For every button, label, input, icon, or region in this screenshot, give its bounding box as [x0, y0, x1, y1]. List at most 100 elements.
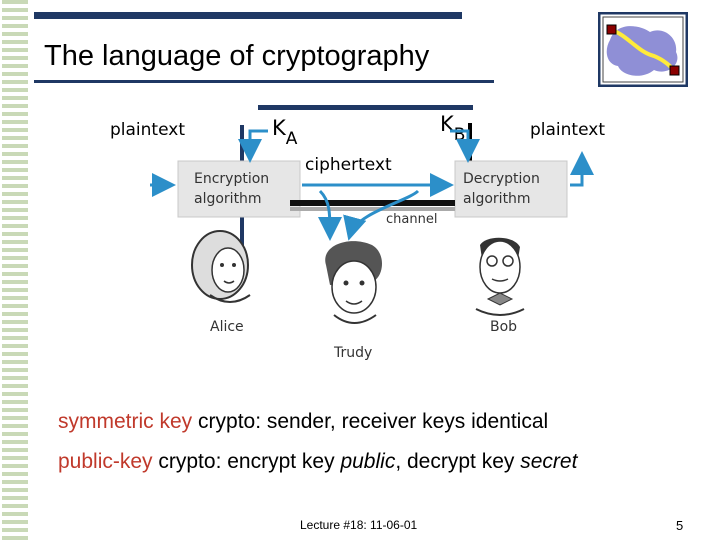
stripe-segment: [2, 136, 28, 140]
stripe-segment: [2, 272, 28, 276]
stripe-segment: [2, 104, 28, 108]
stripe-segment: [2, 16, 28, 20]
bob-label: Bob: [490, 319, 517, 335]
stripe-segment: [2, 400, 28, 404]
stripe-segment: [2, 40, 28, 44]
crypto-diagram: Encryption algorithm Decryption algorith…: [150, 105, 594, 361]
stripe-segment: [2, 8, 28, 12]
stripe-segment: [2, 536, 28, 540]
bullet-symmetric: symmetric key crypto: sender, receiver k…: [58, 410, 549, 433]
stripe-segment: [2, 428, 28, 432]
stripe-segment: [2, 72, 28, 76]
stripe-segment: [2, 172, 28, 176]
trudy-label: Trudy: [333, 345, 372, 361]
eavesdrop-arrow-right: [343, 189, 420, 241]
stripe-segment: [2, 320, 28, 324]
stripe-segment: [2, 232, 28, 236]
stripe-segment: [2, 56, 28, 60]
stripe-segment: [2, 380, 28, 384]
stripe-segment: [2, 96, 28, 100]
stripe-segment: [2, 456, 28, 460]
stripe-segment: [2, 132, 28, 136]
stripe-segment: [2, 36, 28, 40]
stripe-segment: [2, 152, 28, 156]
left-stripe-decoration: [2, 0, 28, 540]
stripe-segment: [2, 252, 28, 256]
channel-label: channel: [386, 212, 437, 227]
stripe-segment: [2, 384, 28, 388]
title-top-bar: [34, 12, 462, 19]
bob-figure: [475, 237, 525, 316]
stripe-segment: [2, 160, 28, 164]
stripe-segment: [2, 312, 28, 316]
stripe-segment: [2, 424, 28, 428]
stripe-segment: [2, 508, 28, 512]
bullet-public-key: public-key crypto: encrypt key public, d…: [58, 450, 578, 473]
stripe-segment: [2, 100, 28, 104]
stripe-segment: [2, 120, 28, 124]
stripe-segment: [2, 324, 28, 328]
alice-figure: [191, 230, 251, 303]
title-underline: [34, 80, 494, 83]
stripe-segment: [2, 188, 28, 192]
stripe-segment: [2, 28, 28, 32]
stripe-segment: [2, 332, 28, 336]
stripe-segment: [2, 224, 28, 228]
stripe-segment: [2, 448, 28, 452]
stripe-segment: [2, 108, 28, 112]
stripe-segment: [2, 352, 28, 356]
stripe-segment: [2, 184, 28, 188]
stripe-segment: [2, 444, 28, 448]
stripe-segment: [2, 264, 28, 268]
stripe-segment: [2, 280, 28, 284]
stripe-segment: [2, 12, 28, 16]
stripe-segment: [2, 92, 28, 96]
trudy-figure: [325, 241, 382, 324]
stripe-segment: [2, 276, 28, 280]
stripe-segment: [2, 460, 28, 464]
footer-text: Lecture #18: 11-06-01: [300, 518, 418, 532]
decryption-label-1: Decryption: [463, 171, 540, 187]
stripe-segment: [2, 44, 28, 48]
stripe-segment: [2, 316, 28, 320]
stripe-segment: [2, 248, 28, 252]
plaintext-out-arrow: [570, 151, 594, 187]
stripe-segment: [2, 472, 28, 476]
encryption-label-2: algorithm: [194, 191, 262, 207]
stripe-segment: [2, 140, 28, 144]
stripe-segment: [2, 300, 28, 304]
stripe-segment: [2, 360, 28, 364]
stripe-segment: [2, 464, 28, 468]
stripe-segment: [2, 168, 28, 172]
stripe-segment: [2, 32, 28, 36]
plaintext-in-arrow: [150, 173, 176, 197]
stripe-segment: [2, 364, 28, 368]
stripe-segment: [2, 452, 28, 456]
stripe-segment: [2, 284, 28, 288]
stripe-segment: [2, 200, 28, 204]
decryption-label-2: algorithm: [463, 191, 531, 207]
stripe-segment: [2, 52, 28, 56]
stripe-segment: [2, 164, 28, 168]
encryption-box: [177, 160, 301, 218]
stripe-segment: [2, 296, 28, 300]
key-a-label: KA: [272, 116, 298, 149]
plaintext-output-label: plaintext: [530, 120, 605, 140]
stripe-segment: [2, 128, 28, 132]
stripe-segment: [2, 436, 28, 440]
stripe-segment: [2, 396, 28, 400]
stripe-segment: [2, 496, 28, 500]
stripe-segment: [2, 336, 28, 340]
stripe-segment: [2, 532, 28, 536]
stripe-segment: [2, 24, 28, 28]
stripe-segment: [2, 64, 28, 68]
stripe-segment: [2, 4, 28, 8]
stripe-segment: [2, 392, 28, 396]
stripe-segment: [2, 68, 28, 72]
stripe-segment: [2, 192, 28, 196]
plaintext-input-label: plaintext: [110, 120, 185, 140]
stripe-segment: [2, 236, 28, 240]
stripe-segment: [2, 220, 28, 224]
encryption-label-1: Encryption: [194, 171, 269, 187]
stripe-segment: [2, 112, 28, 116]
